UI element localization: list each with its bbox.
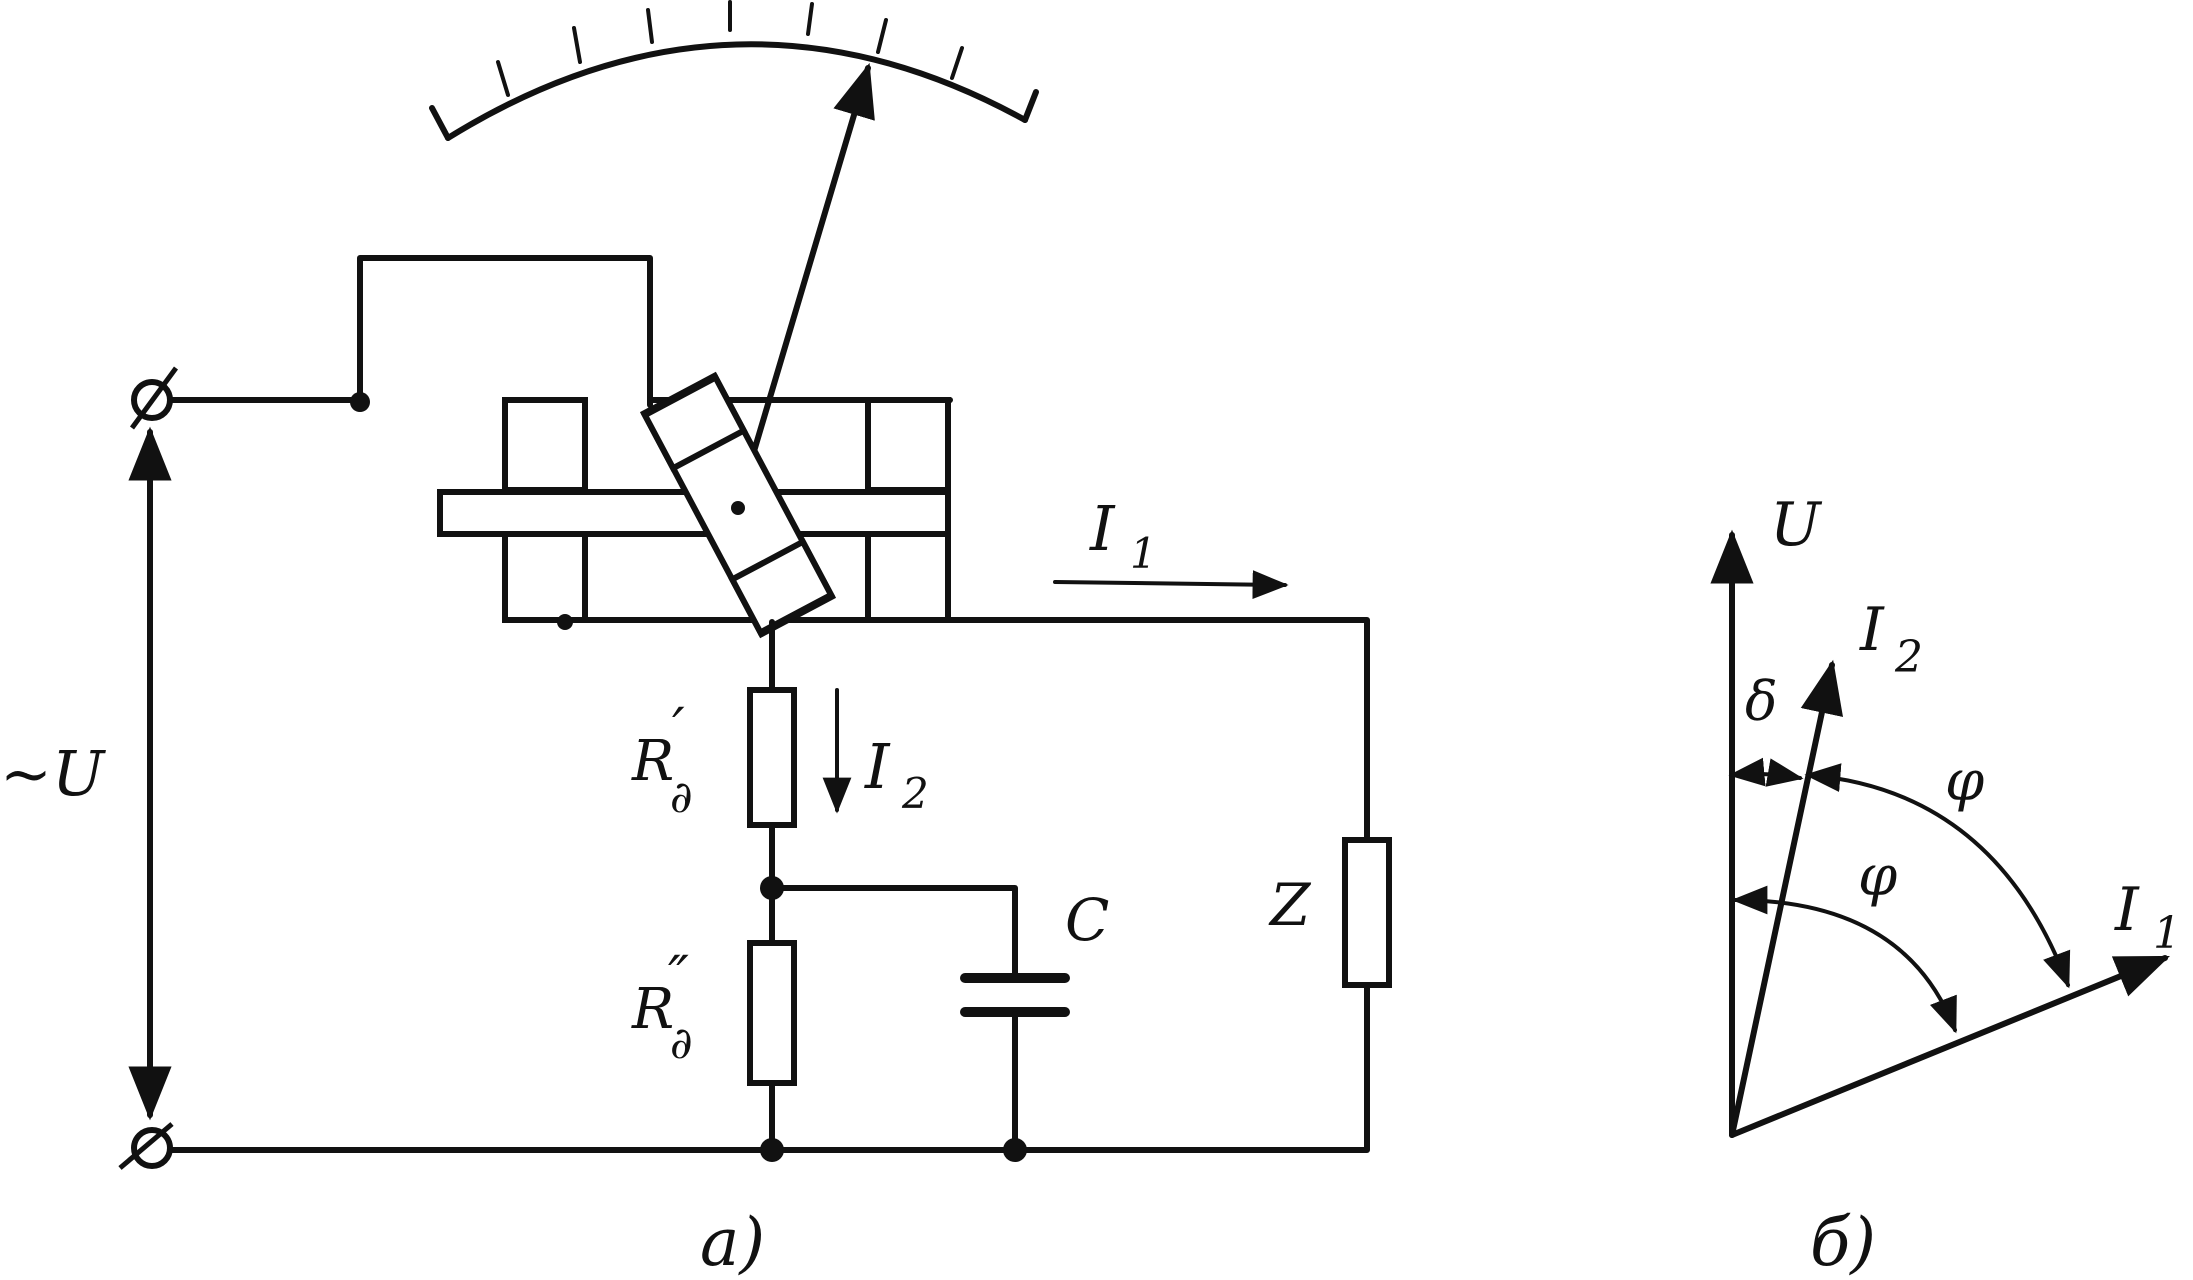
label-current-i2: I: [864, 730, 891, 803]
fixed-coil-upper-left: [502, 397, 588, 493]
junction-bottom-r: [760, 1138, 784, 1162]
arc-phi-inner: [1731, 885, 1957, 1034]
instrument-scale: [429, 0, 1039, 141]
label-angle-delta: δ: [1745, 670, 1778, 733]
wire-to-load: [937, 617, 1370, 843]
caption-b: б): [1810, 1204, 1876, 1280]
label-angle-phi-outer: φ: [1945, 749, 1984, 814]
wire-load-bottom: [152, 982, 1370, 1153]
label-vector-i1: I: [2114, 875, 2140, 945]
label-capacitor: C: [1065, 886, 1109, 954]
wire-loop: [357, 255, 653, 408]
label-resistor-r2-prime: ″: [668, 945, 689, 1010]
fixed-coil-lower-left: [502, 527, 588, 623]
circuit-diagram: ~U I 1 I 2 R ′ ∂ R ″ ∂ C Z а): [0, 0, 1392, 1280]
load-impedance: [1342, 837, 1392, 988]
label-current-i2-sub: 2: [901, 769, 929, 818]
label-vector-u: U: [1770, 490, 1823, 560]
label-resistor-r2: R: [631, 977, 674, 1042]
resistor-r-double-prime: [747, 940, 797, 1086]
label-angle-phi-inner: φ: [1858, 844, 1897, 909]
capacitor: [960, 973, 1070, 1153]
label-resistor-r1-prime: ′: [672, 697, 685, 762]
caption-a: а): [700, 1204, 765, 1280]
label-source-voltage: ~U: [0, 737, 106, 810]
label-vector-i2: I: [1859, 595, 1885, 665]
instrument-pointer: [735, 62, 875, 508]
label-current-i1-sub: 1: [1130, 529, 1157, 578]
label-resistor-r2-sub: ∂: [670, 1018, 693, 1069]
vector-i1: [1729, 955, 2170, 1138]
junction-rc: [760, 876, 784, 900]
junction-coil: [557, 614, 573, 630]
label-resistor-r1-sub: ∂: [670, 772, 693, 823]
terminal-bottom: [118, 1122, 174, 1170]
fixed-coil-upper-right: [865, 397, 951, 493]
label-current-i1: I: [1089, 492, 1116, 565]
arc-delta: [1728, 757, 1804, 787]
terminal-top: [129, 366, 179, 430]
label-resistor-r1: R: [631, 729, 674, 794]
pointer-pivot: [731, 501, 745, 515]
label-vector-i2-sub: 2: [1894, 632, 1923, 683]
current-i1-arrow: [1053, 570, 1289, 599]
label-load: Z: [1268, 871, 1312, 939]
label-vector-i1-sub: 1: [2153, 908, 2181, 959]
wire-node-to-cap: [769, 885, 1018, 978]
fixed-coil-lower-right: [865, 527, 951, 623]
arc-phi-outer: [1804, 763, 2071, 989]
junction-top: [350, 392, 370, 412]
resistor-r-prime: [747, 687, 797, 828]
junction-bottom-c: [1003, 1138, 1027, 1162]
phasor-diagram: U I 2 I 1 δ φ φ б): [1710, 490, 2181, 1280]
